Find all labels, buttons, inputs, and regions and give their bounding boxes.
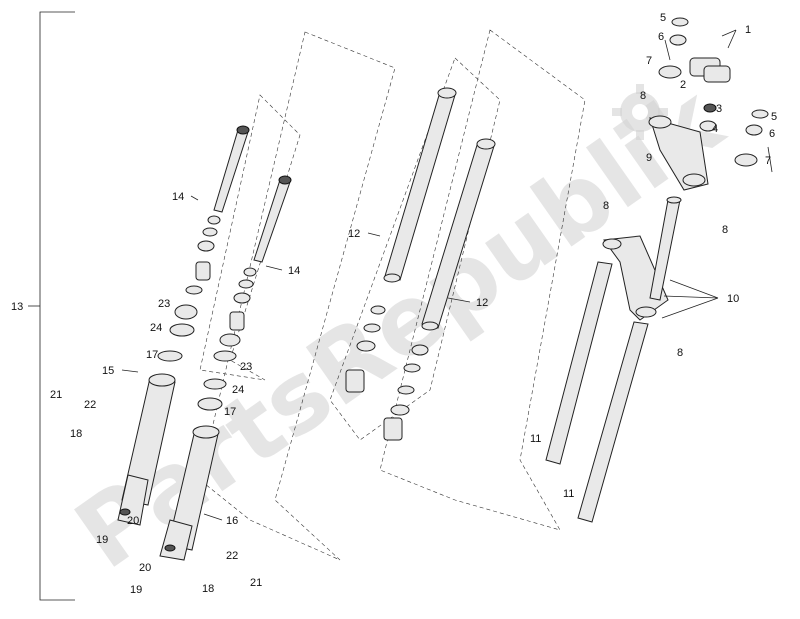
callout-21-left: 21 (50, 389, 62, 401)
callout-17-left: 17 (146, 349, 158, 361)
callout-15: 15 (102, 365, 114, 377)
callout-22-right: 22 (226, 550, 238, 562)
leader-lines (121, 29, 773, 521)
callout-8-top: 8 (640, 90, 646, 102)
callouts: 1 2 3 4 5 5 6 6 7 7 8 8 8 8 9 10 11 11 1… (11, 12, 777, 596)
callout-14-right: 14 (288, 265, 300, 277)
callout-8-right: 8 (722, 224, 728, 236)
top-yoke (648, 17, 769, 191)
callout-20-left: 20 (127, 515, 139, 527)
callout-23-left: 23 (158, 298, 170, 310)
steering-stem (602, 196, 682, 321)
callout-19-right: 19 (130, 584, 142, 596)
callout-21-right: 21 (250, 577, 262, 589)
damper-rods (185, 125, 292, 331)
inner-tubes (345, 87, 496, 441)
callout-7-top: 7 (646, 55, 652, 67)
callout-24-left: 24 (150, 322, 162, 334)
callout-5-right: 5 (771, 111, 777, 123)
callout-5-top: 5 (660, 12, 666, 24)
callout-2: 2 (680, 79, 686, 91)
callout-14-left: 14 (172, 191, 184, 203)
callout-10: 10 (727, 293, 739, 305)
callout-20-right: 20 (139, 562, 151, 574)
group-outlines (199, 29, 586, 561)
callout-3: 3 (716, 103, 722, 115)
assembly-bracket (28, 11, 75, 601)
callout-9: 9 (646, 152, 652, 164)
callout-8-middle: 8 (603, 200, 609, 212)
callout-13: 13 (11, 301, 23, 313)
callout-8-lower: 8 (677, 347, 683, 359)
callout-18-left: 18 (70, 428, 82, 440)
callout-17-right: 17 (224, 406, 236, 418)
callout-6-right: 6 (769, 128, 775, 140)
callout-16: 16 (226, 515, 238, 527)
callout-24-right: 24 (232, 384, 244, 396)
callout-1: 1 (745, 24, 751, 36)
callout-23-right: 23 (240, 361, 252, 373)
callout-22-left: 22 (84, 399, 96, 411)
callout-19-left: 19 (96, 534, 108, 546)
callout-11-left: 11 (530, 433, 541, 445)
callout-18-right: 18 (202, 583, 214, 595)
callout-12-left: 12 (348, 228, 360, 240)
callout-4: 4 (712, 123, 718, 135)
springs (545, 261, 649, 523)
callout-6-top: 6 (658, 31, 664, 43)
callout-12-right: 12 (476, 297, 488, 309)
callout-11-right: 11 (563, 488, 574, 500)
right-fork-leg (159, 333, 241, 561)
left-fork-leg (117, 304, 198, 526)
callout-7-right: 7 (765, 155, 771, 167)
